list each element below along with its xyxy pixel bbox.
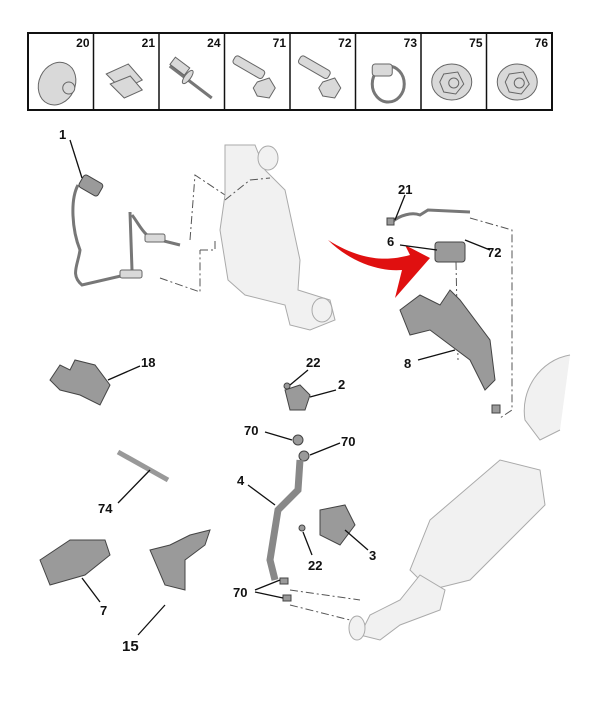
callout-15: 15 bbox=[122, 638, 139, 655]
flange-nut-icon bbox=[431, 63, 473, 101]
bracket-15 bbox=[149, 529, 211, 591]
callout-8: 8 bbox=[404, 356, 411, 371]
bracket-18 bbox=[49, 359, 111, 406]
highlight-arrow bbox=[328, 240, 430, 298]
callout-2: 2 bbox=[338, 377, 345, 392]
fastener-cell-73: 73 bbox=[354, 33, 418, 110]
callout-22: 22 bbox=[308, 558, 322, 573]
rear-silencer bbox=[289, 354, 571, 641]
leader-lines bbox=[69, 139, 491, 636]
heat-shield-7 bbox=[39, 539, 111, 586]
callout-72: 72 bbox=[487, 245, 501, 260]
rivet-icon bbox=[168, 56, 213, 100]
sensor-bracket-assembly bbox=[386, 208, 513, 419]
fastener-cell-24: 24 bbox=[158, 33, 221, 110]
callout-labels: 1 21 6 72 8 18 22 2 70 70 74 4 3 22 70 7… bbox=[59, 127, 501, 655]
flange-nut-icon bbox=[496, 63, 538, 101]
fastener-number: 21 bbox=[142, 36, 156, 50]
washer-nut-icon bbox=[37, 61, 77, 106]
callout-1: 1 bbox=[59, 127, 66, 142]
fastener-number: 72 bbox=[338, 36, 352, 50]
particle-filter bbox=[219, 144, 336, 331]
callout-7: 7 bbox=[100, 603, 107, 618]
clamp-icon bbox=[370, 63, 406, 104]
fastener-number: 20 bbox=[76, 36, 90, 50]
fastener-cell-71: 71 bbox=[223, 33, 287, 110]
fastener-cell-21: 21 bbox=[92, 33, 156, 110]
fastener-number: 24 bbox=[207, 36, 221, 50]
callout-22: 22 bbox=[306, 355, 320, 370]
callout-18: 18 bbox=[141, 355, 155, 370]
hose-assembly bbox=[266, 382, 356, 602]
callout-74: 74 bbox=[98, 501, 113, 516]
callout-70: 70 bbox=[341, 434, 355, 449]
bolt-icon bbox=[297, 55, 342, 99]
callout-70: 70 bbox=[244, 423, 258, 438]
callout-4: 4 bbox=[237, 473, 245, 488]
fastener-number: 76 bbox=[535, 36, 549, 50]
rod-74 bbox=[116, 449, 170, 483]
callout-6: 6 bbox=[387, 234, 394, 249]
fastener-number: 73 bbox=[404, 36, 418, 50]
callout-70: 70 bbox=[233, 585, 247, 600]
bolt-icon bbox=[232, 55, 276, 99]
callout-3: 3 bbox=[369, 548, 376, 563]
clip-icon bbox=[105, 63, 144, 99]
fastener-cell-72: 72 bbox=[289, 33, 352, 110]
fastener-number: 71 bbox=[273, 36, 287, 50]
fastener-cell-20: 20 bbox=[37, 36, 90, 106]
sensor-harness bbox=[71, 174, 226, 293]
fastener-strip: 20 21 24 71 72 73 75 76 bbox=[27, 32, 553, 111]
callout-21: 21 bbox=[398, 182, 412, 197]
fastener-cell-75: 75 bbox=[420, 33, 483, 110]
fastener-number: 75 bbox=[469, 36, 483, 50]
fastener-cell-76: 76 bbox=[485, 33, 549, 110]
